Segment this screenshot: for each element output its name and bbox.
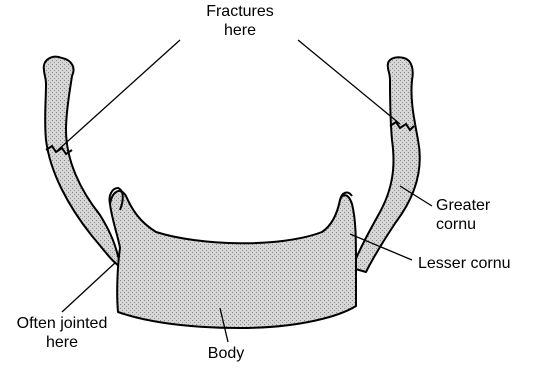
lesser-cornu-label: Lesser cornu: [418, 254, 511, 273]
body-label: Body: [196, 344, 256, 363]
fractures-label: Fractures here: [180, 2, 300, 40]
often-jointed-label: Often jointed here: [0, 314, 124, 352]
left-greater-cornu: [44, 57, 122, 268]
hyoid-body: [110, 191, 356, 328]
fractures-pointer-left: [58, 40, 180, 150]
fractures-pointer-right: [298, 40, 400, 124]
greater-cornu-label: Greater cornu: [436, 196, 490, 234]
often-jointed-pointer: [62, 262, 116, 312]
